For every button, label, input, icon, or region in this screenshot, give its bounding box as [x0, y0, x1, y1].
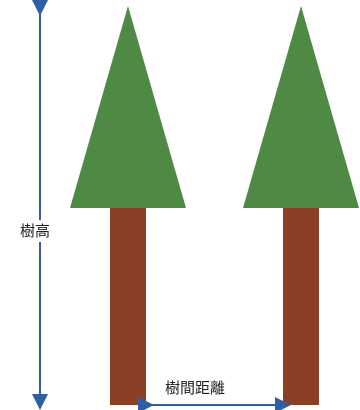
left-tree-crown [70, 6, 186, 208]
tree-height-label: 樹高 [19, 220, 52, 242]
right-tree-trunk [283, 205, 319, 405]
right-tree-crown [243, 6, 359, 208]
right-tree [243, 6, 359, 405]
tree-spacing-label: 樹間距離 [163, 379, 228, 397]
left-tree-trunk [110, 205, 146, 405]
left-tree [70, 6, 186, 405]
